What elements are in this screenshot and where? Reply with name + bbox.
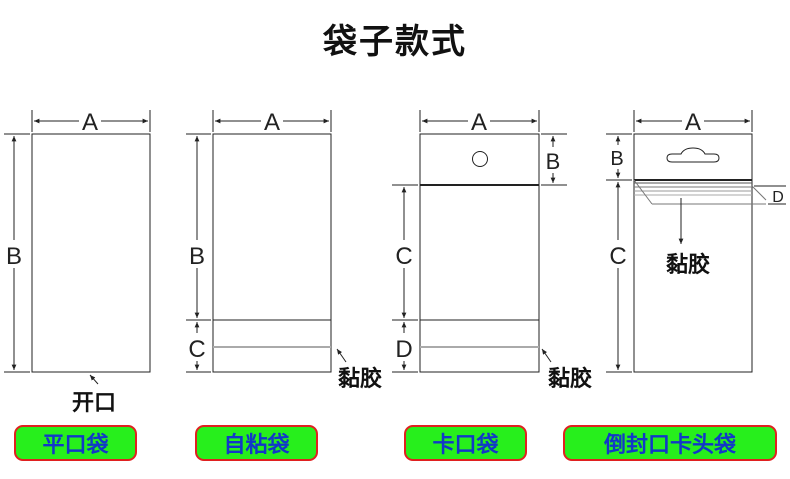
dim-a-label: A: [685, 109, 701, 136]
dim-c-label-bg: [393, 240, 415, 268]
dim-b-label: B: [189, 243, 205, 270]
bag-type-reverse-seal-label: 倒封口卡头袋: [563, 425, 777, 461]
dim-b-label-bg: [542, 147, 564, 173]
flat-bag: A B 开口: [3, 109, 151, 416]
dim-b-label-bg: [3, 240, 25, 268]
dim-a-label-bg: [682, 109, 704, 133]
dim-c-label-bg: [186, 333, 208, 361]
opening-label: 开口: [72, 391, 116, 416]
dim-b-label-bg: [186, 240, 208, 268]
dim-c-label: C: [395, 243, 412, 270]
adhesive-label: 黏胶: [666, 252, 710, 278]
dim-a-label-bg: [468, 109, 490, 133]
fold-diagonal-1: [633, 179, 653, 205]
dim-a-label: A: [471, 109, 487, 136]
fold-diagonal-2: [751, 185, 767, 201]
dim-c-label-bg: [607, 240, 629, 268]
bag-type-header-card-label: 卡口袋: [404, 425, 527, 461]
reverse-seal-header-bag: A B C D 黏胶: [606, 109, 786, 373]
diagram-title: 袋子款式: [323, 22, 467, 62]
dim-b-label-bg: [607, 145, 629, 169]
dim-b-label: B: [546, 149, 561, 174]
adhesive-pointer: [336, 348, 347, 363]
dim-d-label: D: [772, 189, 784, 206]
adhesive-label: 黏胶: [548, 366, 592, 392]
dim-d-label: D: [395, 336, 412, 363]
dim-b-label: B: [6, 243, 22, 270]
header-card-bag: A B C D 黏胶: [392, 109, 592, 392]
bag-outline: [419, 133, 540, 373]
opening-pointer: [89, 374, 99, 385]
self-adhesive-bag: A B C 黏胶: [186, 109, 382, 392]
bag-type-self-adhesive-label: 自粘袋: [195, 425, 318, 461]
dim-a-label-bg: [79, 109, 101, 133]
dim-a-label-bg: [261, 109, 283, 133]
bag-outline: [212, 133, 332, 373]
bag-outline: [633, 133, 753, 373]
bag-type-flat-label: 平口袋: [14, 425, 137, 461]
dim-c-label: C: [609, 243, 626, 270]
adhesive-pointer: [541, 348, 552, 363]
bag-outline: [31, 133, 151, 373]
hang-hole: [472, 151, 488, 167]
dim-a-label: A: [264, 109, 280, 136]
dim-a-label: A: [82, 109, 98, 136]
dim-c-label: C: [188, 336, 205, 363]
adhesive-label: 黏胶: [338, 366, 382, 392]
dim-d-label-bg: [393, 333, 415, 361]
euro-hang-slot-outline: [666, 147, 720, 163]
dim-b-label: B: [610, 148, 623, 170]
